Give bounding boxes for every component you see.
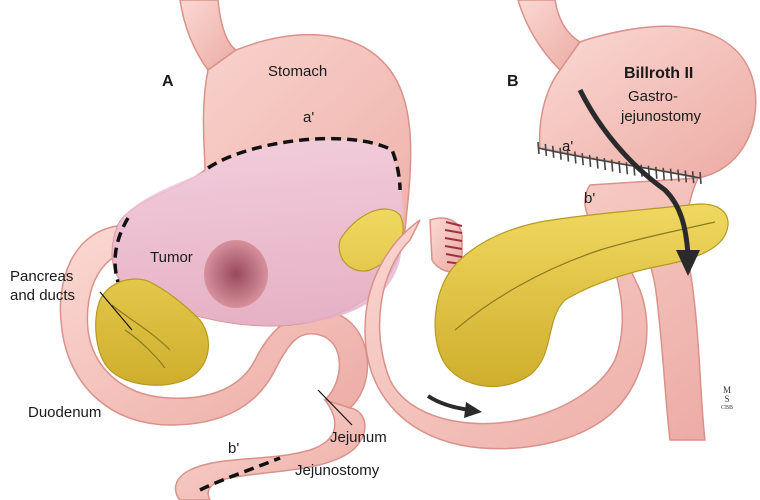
suture-tick (603, 158, 607, 171)
stump-sutures (444, 221, 463, 265)
pointer-pancreas (99, 291, 133, 331)
label-billroth-ii: Billroth II (624, 65, 694, 82)
suture-tick (544, 143, 548, 156)
suture-tick (677, 169, 680, 182)
label-jejunostomy-b: jejunostomy (621, 108, 702, 125)
suture-tick (574, 151, 577, 164)
panel-b-art (364, 0, 757, 450)
suture-tick (581, 153, 584, 166)
panel-a-art (59, 0, 412, 500)
suture-tick (655, 166, 658, 179)
label-gastro: Gastro- (628, 88, 679, 105)
suture-tick (699, 171, 702, 185)
artist-signature: M S CBB (716, 386, 738, 413)
label-b-prime-b: b' (584, 190, 596, 207)
suture-tick (610, 159, 614, 172)
gastric-remnant-b (538, 25, 757, 179)
suture-tick (618, 160, 621, 174)
suture-tick (596, 156, 599, 169)
suture-tick (537, 141, 540, 155)
label-duodenum: Duodenum (28, 404, 102, 421)
pointer-jejunum (317, 389, 353, 426)
pancreatic-duct-b (454, 221, 716, 331)
anastomosis-sutures (537, 141, 702, 185)
tumor-mass (204, 240, 268, 308)
pancreatic-duct-a (111, 304, 171, 369)
label-jejunostomy: Jejunostomy (295, 462, 380, 479)
suture-tick (684, 170, 688, 183)
pancreas-b (434, 203, 729, 387)
label-b-prime-a: b' (228, 440, 240, 457)
signature-line2: S (724, 394, 730, 404)
resected-region-a (112, 139, 403, 326)
panel-label-a: A (162, 73, 174, 90)
panel-label-b: B (507, 73, 519, 90)
jejunostomy-line (199, 456, 281, 492)
suture-tick (625, 162, 629, 175)
jejunum-a (174, 398, 366, 500)
suture-tick (588, 154, 592, 167)
label-tumor: Tumor (150, 249, 193, 266)
label-a-prime-a: a' (303, 109, 315, 126)
suture-tick (662, 167, 665, 180)
suture-tick (559, 147, 562, 160)
signature-line3: CBB (720, 405, 733, 411)
flow-arrow-efferent-head (676, 250, 700, 276)
suture-tick (691, 171, 695, 184)
label-pancreas-line2: and ducts (10, 287, 76, 304)
resection-line-pylorus (113, 217, 130, 283)
flow-arrow-efferent (577, 88, 691, 256)
label-a-prime-b: a' (562, 138, 574, 155)
suture-tick (566, 149, 570, 162)
suture-tick (551, 145, 555, 158)
label-stomach: Stomach (268, 63, 328, 80)
suture-tick (669, 168, 673, 181)
flow-arrow-afferent (426, 394, 471, 412)
label-pancreas-line1: Pancreas (10, 268, 74, 285)
resection-line-upper (207, 136, 402, 191)
signature-line1: M (722, 385, 731, 395)
label-jejunum: Jejunum (330, 429, 387, 446)
flow-arrow-afferent-head (464, 402, 482, 418)
